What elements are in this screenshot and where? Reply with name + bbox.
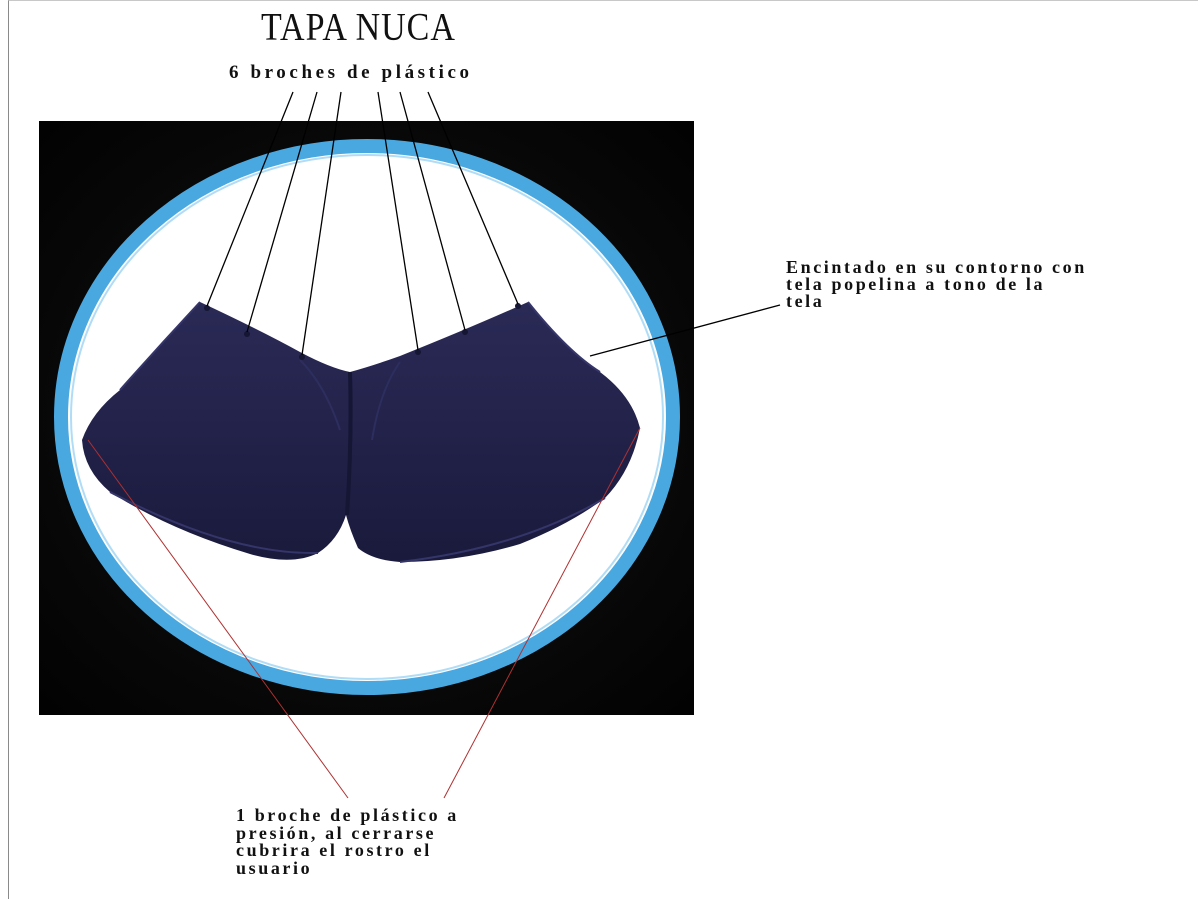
binding-callout-line: tela (786, 293, 1087, 310)
closure-callout: 1 broche de plástico a presión, al cerra… (236, 807, 459, 877)
closure-callout-line: cubrira el rostro el (236, 842, 459, 860)
binding-callout-line: tela popelina a tono de la (786, 276, 1087, 293)
closure-callout-line: usuario (236, 860, 459, 878)
closure-callout-line: 1 broche de plástico a (236, 807, 459, 825)
binding-callout: Encintado en su contorno con tela popeli… (786, 259, 1087, 310)
